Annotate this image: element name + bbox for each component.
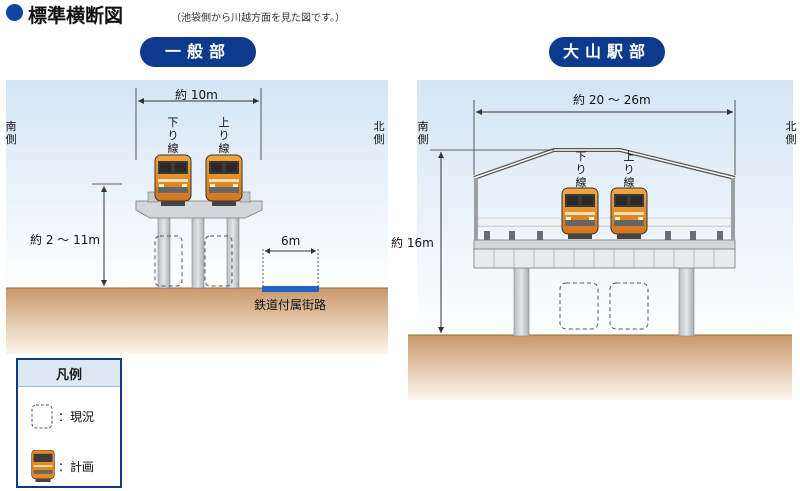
- general-pier-left: [157, 213, 171, 289]
- general-ground: [6, 288, 388, 354]
- general-train-up: [205, 154, 243, 207]
- general-pier-right: [226, 213, 240, 289]
- general-north-label: 北側: [373, 120, 385, 146]
- station-up-track-label: 上り線: [623, 150, 635, 189]
- station-north-label: 北側: [785, 120, 797, 146]
- current-outline-icon: [31, 404, 53, 429]
- station-south-label: 南側: [417, 120, 429, 146]
- general-down-track-label: 下り線: [167, 116, 179, 155]
- general-train-down: [154, 154, 192, 207]
- station-ground: [408, 335, 792, 400]
- station-current-train-left: [559, 282, 599, 330]
- station-girder: [473, 247, 736, 269]
- title-bullet-icon: [6, 4, 23, 21]
- general-current-train-left: [154, 235, 183, 287]
- station-current-train-right: [609, 282, 649, 330]
- station-height-label: 約 16m: [391, 236, 434, 250]
- general-pier-mid: [191, 213, 205, 289]
- station-wall-left: [474, 178, 478, 240]
- legend-header: [18, 360, 120, 387]
- station-train-up: [610, 187, 648, 240]
- station-platform: [473, 239, 736, 250]
- station-width-label: 約 20 ～ 26m: [573, 93, 651, 107]
- general-south-label: 南側: [5, 120, 17, 146]
- station-down-track-label: 下り線: [575, 150, 587, 189]
- general-width-label: 約 10m: [175, 88, 218, 102]
- page-subtitle: （池袋側から川越方面を見た図です。）: [171, 13, 345, 24]
- legend-title: 凡例: [55, 368, 82, 383]
- general-road: [262, 286, 319, 292]
- general-section-label: 一般部: [140, 37, 256, 67]
- road-label: 鉄道付属街路: [254, 298, 327, 312]
- station-section-label: 大山駅部: [549, 37, 665, 67]
- legend-current-label: ：現況: [58, 410, 95, 424]
- legend-planned-label: ：計画: [58, 460, 95, 474]
- general-height-label: 約 2 ～ 11m: [30, 233, 101, 247]
- page-title: 標準横断図: [28, 5, 124, 27]
- general-viaduct-deck: [135, 200, 263, 219]
- planned-train-icon: [31, 450, 55, 482]
- station-pier-right: [678, 265, 695, 337]
- general-up-track-label: 上り線: [218, 116, 230, 155]
- station-sky: [417, 80, 793, 340]
- general-current-train-right: [204, 235, 233, 287]
- road-width-label: 6m: [281, 234, 301, 248]
- station-pier-left: [513, 265, 530, 337]
- station-train-down: [561, 187, 599, 240]
- legend-box: 凡例 ：現況 ：計画: [16, 358, 122, 488]
- station-wall-right: [731, 178, 735, 240]
